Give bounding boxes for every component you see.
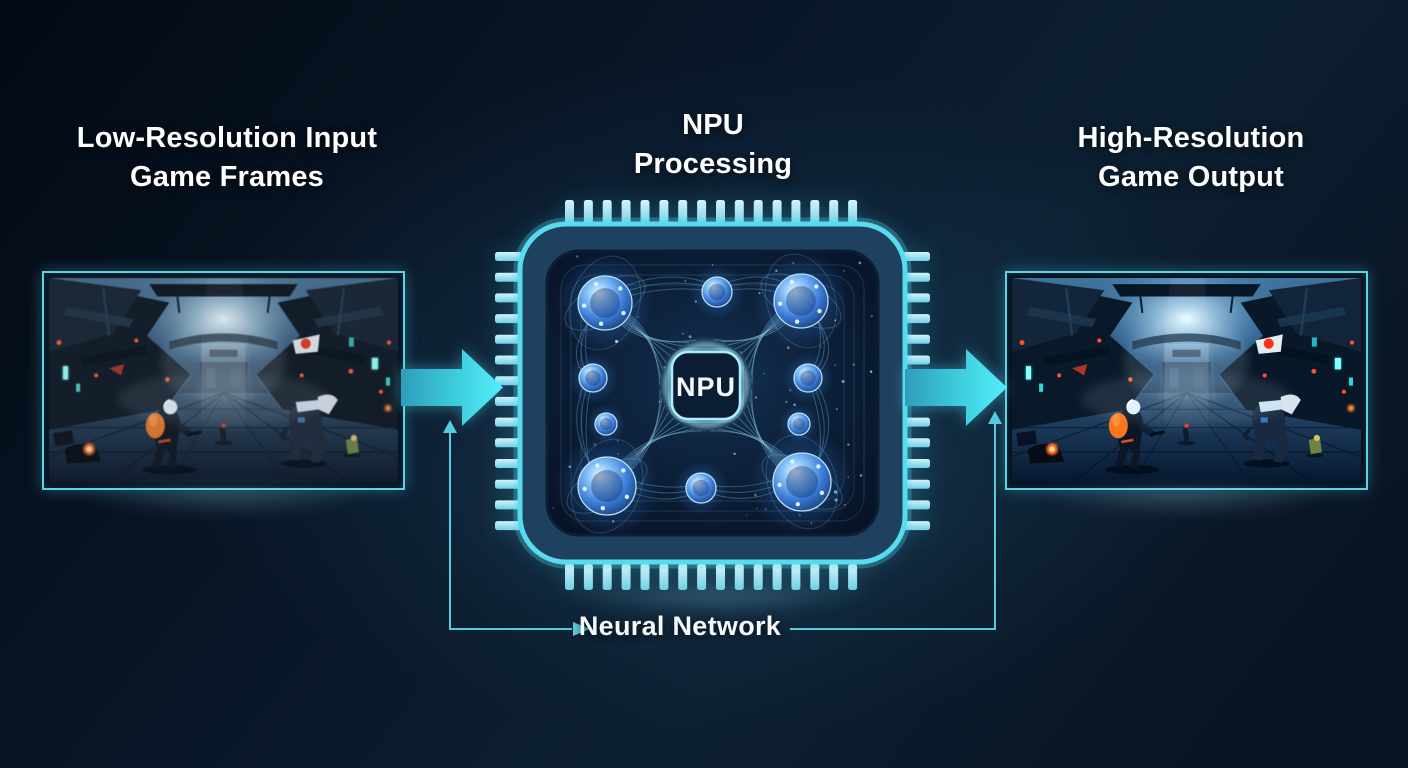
title-line: Game Frames: [129, 161, 325, 193]
high-res-output-frame: [1005, 271, 1368, 490]
npu-die-square: [670, 350, 742, 421]
frame-glow: [69, 489, 379, 517]
low-res-input-frame: [42, 271, 405, 490]
output-arrow-icon: [905, 349, 1007, 426]
center-section-title: NPU Processing: [553, 106, 873, 184]
left-section-title: Low-Resolution Input Game Frames: [47, 119, 407, 197]
title-line: High-Resolution: [1077, 122, 1305, 154]
title-line: Low-Resolution Input: [76, 122, 378, 154]
low-res-game-scene: [49, 278, 398, 483]
npu-die-label-group: NPU: [668, 348, 744, 423]
npu-die-label: NPU: [676, 372, 736, 402]
right-section-title: High-Resolution Game Output: [1011, 119, 1371, 197]
title-line: NPU: [682, 109, 744, 141]
high-res-game-scene: [1012, 278, 1361, 483]
title-line: Game Output: [1098, 161, 1284, 193]
title-line: Processing: [633, 148, 793, 180]
input-arrow-icon: [401, 349, 503, 426]
neural-network-label: Neural Network: [578, 611, 782, 641]
npu-chip: NPU: [495, 200, 930, 590]
frame-glow: [1032, 489, 1342, 517]
